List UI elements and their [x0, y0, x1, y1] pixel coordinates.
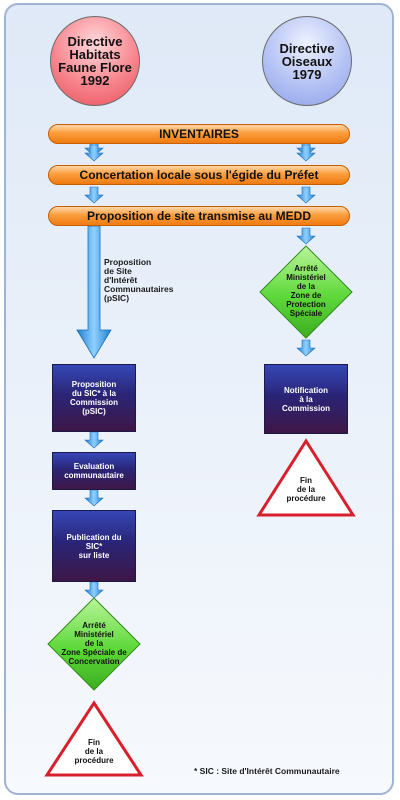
proposition-sic-box: Proposition du SIC* à la Commission (pSI…: [52, 364, 136, 432]
arrow-right-proposition-to-diamond: [296, 227, 316, 245]
footnote: * SIC : Site d'Intérêt Communautaire: [194, 766, 340, 776]
evaluation-box: Evaluation communautaire: [52, 452, 136, 490]
publication-box: Publication du SIC* sur liste: [52, 510, 136, 582]
concertation-bar: Concertation locale sous l'égide du Préf…: [48, 165, 350, 185]
arrow-left-box2-to-box3: [84, 489, 104, 507]
right-diamond-shape: [259, 245, 353, 339]
proposition-bar: Proposition de site transmise au MEDD: [48, 206, 350, 226]
arrow-left-box1-to-box2: [84, 431, 104, 449]
psic-label: Proposition de Site d'Intérêt Communauta…: [104, 257, 174, 303]
directive-habitats-circle: Directive Habitats Faune Flore 1992: [50, 16, 140, 106]
directive-oiseaux-circle: Directive Oiseaux 1979: [262, 16, 352, 106]
arrow-right-inventaires-to-concertation: [296, 144, 316, 162]
notification-box: Notification à la Commission: [264, 364, 348, 434]
left-diamond-label: Arrêté Ministériel de la Zone Spéciale d…: [61, 621, 127, 666]
big-arrow-psic: [76, 225, 112, 359]
left-diamond-shape: [47, 597, 141, 691]
arrow-left-inventaires-to-concertation: [84, 144, 104, 162]
left-end-label: Fin de la procédure: [74, 738, 114, 765]
inventaires-bar: INVENTAIRES: [48, 124, 350, 144]
right-end-triangle: [256, 438, 356, 517]
arrow-left-concertation-to-proposition: [84, 186, 104, 204]
right-diamond-label: Arrêté Ministériel de la Zone de Protect…: [286, 264, 326, 318]
arrow-right-concertation-to-proposition: [296, 186, 316, 204]
right-end-label: Fin de la procédure: [286, 476, 326, 503]
arrow-left-box3-to-diamond: [84, 581, 104, 599]
left-end-triangle: [44, 700, 144, 777]
arrow-right-diamond-to-notification: [296, 339, 316, 357]
